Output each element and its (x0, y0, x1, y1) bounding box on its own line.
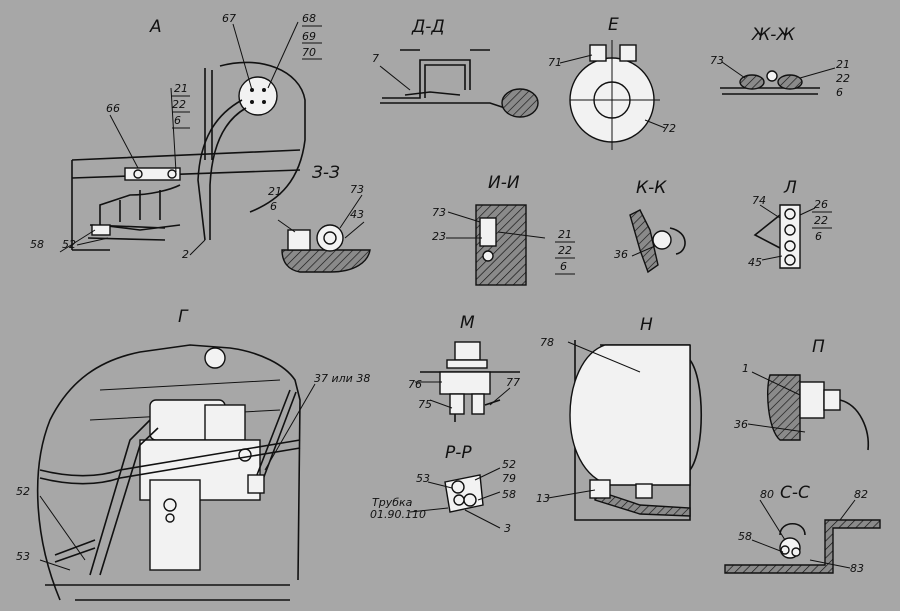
svg-text:53: 53 (416, 472, 430, 485)
svg-text:53: 53 (16, 550, 30, 563)
svg-text:77: 77 (506, 376, 520, 389)
view-e: Е 71 72 (548, 15, 676, 150)
svg-text:6: 6 (560, 260, 567, 273)
svg-text:73: 73 (432, 206, 446, 219)
view-rr-title: Р-Р (445, 443, 472, 463)
view-p-title: П (812, 337, 825, 357)
svg-text:Трубка: Трубка (372, 496, 413, 509)
view-n: Н 78 13 (536, 315, 702, 521)
svg-text:21: 21 (268, 185, 282, 198)
view-ss: С-С 80 82 58 83 (724, 483, 881, 575)
view-p: П 1 36 (734, 337, 870, 451)
svg-text:21: 21 (174, 82, 188, 95)
view-a: А 67 68 69 70 21 22 6 66 58 52 2 (30, 12, 322, 261)
view-kk: К-К 36 (614, 178, 686, 274)
view-ii-title: И-И (488, 173, 520, 193)
view-m-title: М (460, 313, 475, 333)
svg-text:73: 73 (350, 183, 364, 196)
svg-text:21: 21 (836, 58, 850, 71)
svg-text:13: 13 (536, 492, 550, 505)
svg-text:80: 80 (760, 488, 774, 501)
view-dd-title: Д-Д (411, 17, 445, 37)
svg-text:6: 6 (815, 230, 822, 243)
view-zz: З-З 21 6 73 43 (268, 163, 371, 273)
svg-text:6: 6 (174, 114, 181, 127)
svg-text:3: 3 (504, 522, 511, 535)
svg-text:26: 26 (814, 198, 828, 211)
view-kk-title: К-К (636, 178, 667, 198)
svg-text:36: 36 (734, 418, 748, 431)
svg-text:68: 68 (302, 12, 316, 25)
svg-text:52: 52 (16, 485, 30, 498)
svg-text:58: 58 (502, 488, 516, 501)
svg-text:01.90.110: 01.90.110 (370, 508, 426, 521)
svg-text:58: 58 (30, 238, 44, 251)
svg-text:82: 82 (854, 488, 868, 501)
svg-text:22: 22 (172, 98, 186, 111)
svg-text:78: 78 (540, 336, 554, 349)
view-n-title: Н (640, 315, 653, 335)
svg-text:6: 6 (836, 86, 843, 99)
view-m: М 76 77 75 (408, 313, 520, 422)
svg-text:23: 23 (432, 230, 446, 243)
svg-text:72: 72 (662, 122, 676, 135)
svg-text:83: 83 (850, 562, 864, 575)
svg-text:7: 7 (372, 52, 379, 65)
view-ss-title: С-С (780, 483, 810, 503)
svg-text:75: 75 (418, 398, 432, 411)
svg-text:52: 52 (502, 458, 516, 471)
svg-text:69: 69 (302, 30, 316, 43)
svg-text:79: 79 (502, 472, 516, 485)
svg-text:43: 43 (350, 208, 364, 221)
view-g-title: Г (178, 307, 189, 327)
svg-text:66: 66 (106, 102, 120, 115)
svg-text:70: 70 (302, 46, 316, 59)
svg-text:74: 74 (752, 194, 766, 207)
svg-text:21: 21 (558, 228, 572, 241)
view-zhzh-title: Ж-Ж (751, 25, 795, 45)
view-l-title: Л (783, 178, 797, 198)
svg-text:22: 22 (814, 214, 828, 227)
svg-text:58: 58 (738, 530, 752, 543)
svg-text:2: 2 (182, 248, 189, 261)
view-dd: Д-Д 7 (372, 17, 539, 118)
view-g: Г 37 или 38 52 53 (16, 307, 370, 601)
svg-text:22: 22 (558, 244, 572, 257)
svg-text:45: 45 (748, 256, 762, 269)
view-a-title: А (149, 17, 162, 37)
view-l: Л 74 26 22 6 45 (748, 178, 832, 269)
view-rr: Р-Р 53 52 79 58 3 Трубка 01.90.110 (370, 443, 516, 535)
svg-text:76: 76 (408, 378, 422, 391)
view-zz-title: З-З (312, 163, 340, 183)
svg-text:36: 36 (614, 248, 628, 261)
svg-text:52: 52 (62, 238, 76, 251)
view-e-title: Е (608, 15, 619, 35)
svg-text:37 или 38: 37 или 38 (314, 372, 370, 385)
svg-text:6: 6 (270, 200, 277, 213)
svg-text:73: 73 (710, 54, 724, 67)
svg-text:67: 67 (222, 12, 236, 25)
view-zhzh: Ж-Ж 73 21 22 6 (710, 25, 850, 99)
svg-text:1: 1 (742, 362, 749, 375)
svg-text:71: 71 (548, 56, 562, 69)
view-ii: И-И 73 23 21 22 6 (432, 173, 575, 286)
svg-text:22: 22 (836, 72, 850, 85)
